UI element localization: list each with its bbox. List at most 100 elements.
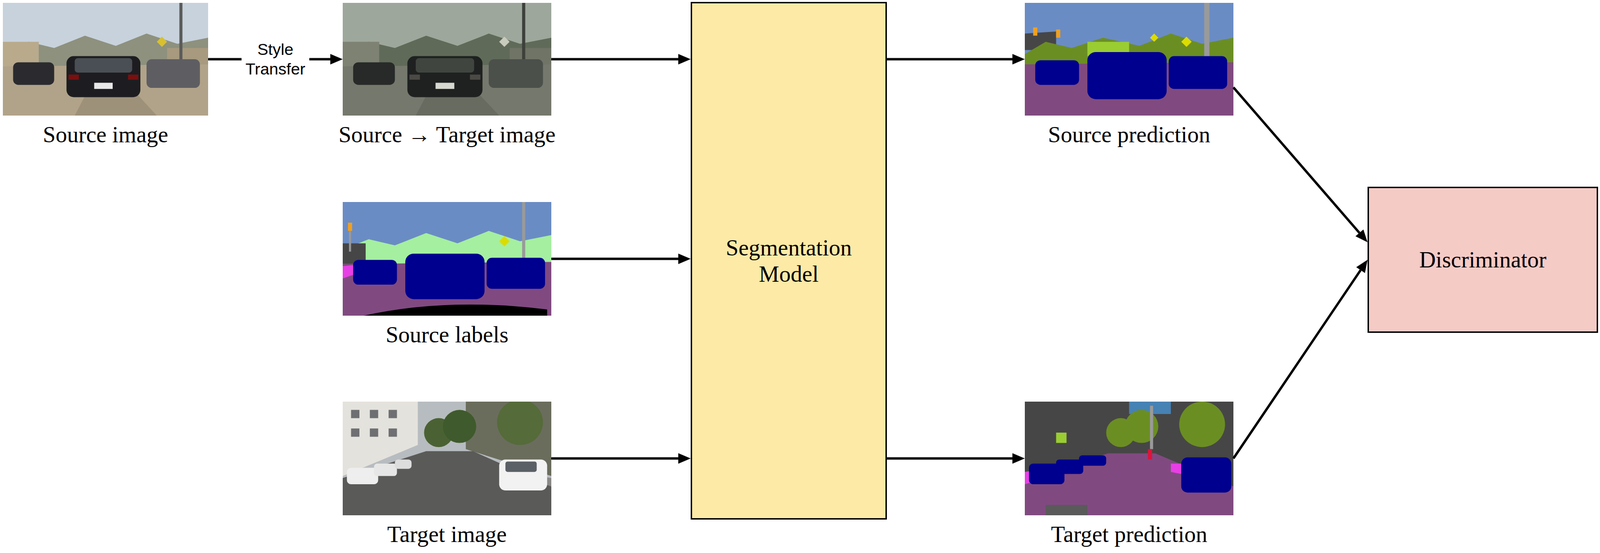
edge-label: Style Transfer [241,39,309,79]
connector-line [1233,87,1360,233]
picture-part [1149,33,1158,42]
picture-part [435,82,454,89]
picture-part [1056,432,1067,443]
segmentation-map [1024,401,1234,516]
arrow-head [678,253,691,264]
picture-part [1035,60,1080,85]
picture-part [127,74,139,80]
image-panel: Source image [2,2,209,148]
street-photo [342,401,552,516]
picture-part [350,428,359,437]
connector-line [886,58,1013,61]
picture-part [1181,457,1232,493]
segmentation-map [342,201,552,316]
picture-part [1125,409,1159,443]
picture-part [347,467,379,485]
arrow-head [1356,259,1368,274]
picture-part [1181,36,1192,47]
arrow-connector [886,452,1025,464]
picture-part [499,459,548,491]
image-frame [1024,2,1234,116]
picture-part [348,231,351,252]
picture-part [353,259,398,285]
picture-part [499,235,510,247]
segmentation-map [1024,2,1234,116]
picture-part [94,82,113,89]
picture-part [146,59,200,88]
picture-part [522,2,526,67]
picture-part [394,459,412,469]
image-caption: Source labels [385,322,509,348]
arrow-connector [551,53,691,65]
arrow-head [1012,53,1025,65]
arrow-head [330,53,343,65]
arrow-connector [1233,259,1368,459]
picture-part [1032,27,1038,36]
connector-line [551,58,679,61]
street-photo [2,2,209,116]
picture-part [13,62,55,85]
connector-line [886,457,1013,460]
picture-part [499,36,510,47]
picture-part [409,74,421,80]
picture-part [470,74,481,80]
picture-part [1147,449,1153,460]
image-frame [342,201,552,316]
picture-part [1178,401,1225,447]
image-frame [2,2,209,116]
image-panel: Target image [342,401,552,548]
picture-part [1149,405,1154,450]
connector-line [1233,270,1361,459]
image-frame [342,2,552,116]
picture-part [347,222,353,231]
picture-part [369,409,379,418]
arrow-connector [886,53,1025,65]
arrow-head [1012,452,1025,464]
picture-part [488,59,544,88]
picture-part [415,58,474,73]
image-panel: Source prediction [1024,2,1234,148]
picture-part [157,36,168,47]
box-label: Discriminator [1407,246,1558,273]
picture-part [388,409,397,418]
picture-part [342,451,552,516]
picture-part [363,304,548,316]
arrow-connector [551,452,691,464]
box-label: Segmentation Model [692,234,886,287]
process-box: Segmentation Model [690,1,887,520]
image-frame [1024,401,1234,516]
picture-part [1024,401,1234,516]
image-caption: Target prediction [1051,521,1208,548]
image-caption: Source prediction [1048,122,1211,148]
arrow-connector [1233,87,1368,243]
picture-part [522,201,526,264]
picture-part [1079,455,1107,466]
picture-part [1087,52,1167,100]
arrow-head [678,452,691,464]
picture-part [179,2,183,67]
picture-part [369,428,379,437]
picture-part [407,56,483,98]
picture-part [66,56,141,98]
image-caption: Source image [42,122,169,148]
picture-part [405,253,485,299]
image-caption: Source → Target image [338,122,556,148]
picture-part [496,401,543,445]
arrow-head [1355,229,1368,243]
picture-part [342,201,552,316]
picture-part [342,2,552,116]
image-caption: Target image [387,521,507,548]
picture-part [1024,2,1234,116]
picture-part [74,58,133,73]
arrow-connector [551,253,691,264]
picture-part [374,463,398,476]
picture-part [1168,56,1228,90]
picture-part [388,428,397,437]
picture-part [442,409,477,443]
picture-part [1024,452,1234,516]
picture-part [2,2,209,116]
picture-part [1056,29,1061,38]
picture-part [1045,504,1088,516]
picture-part [353,62,395,85]
